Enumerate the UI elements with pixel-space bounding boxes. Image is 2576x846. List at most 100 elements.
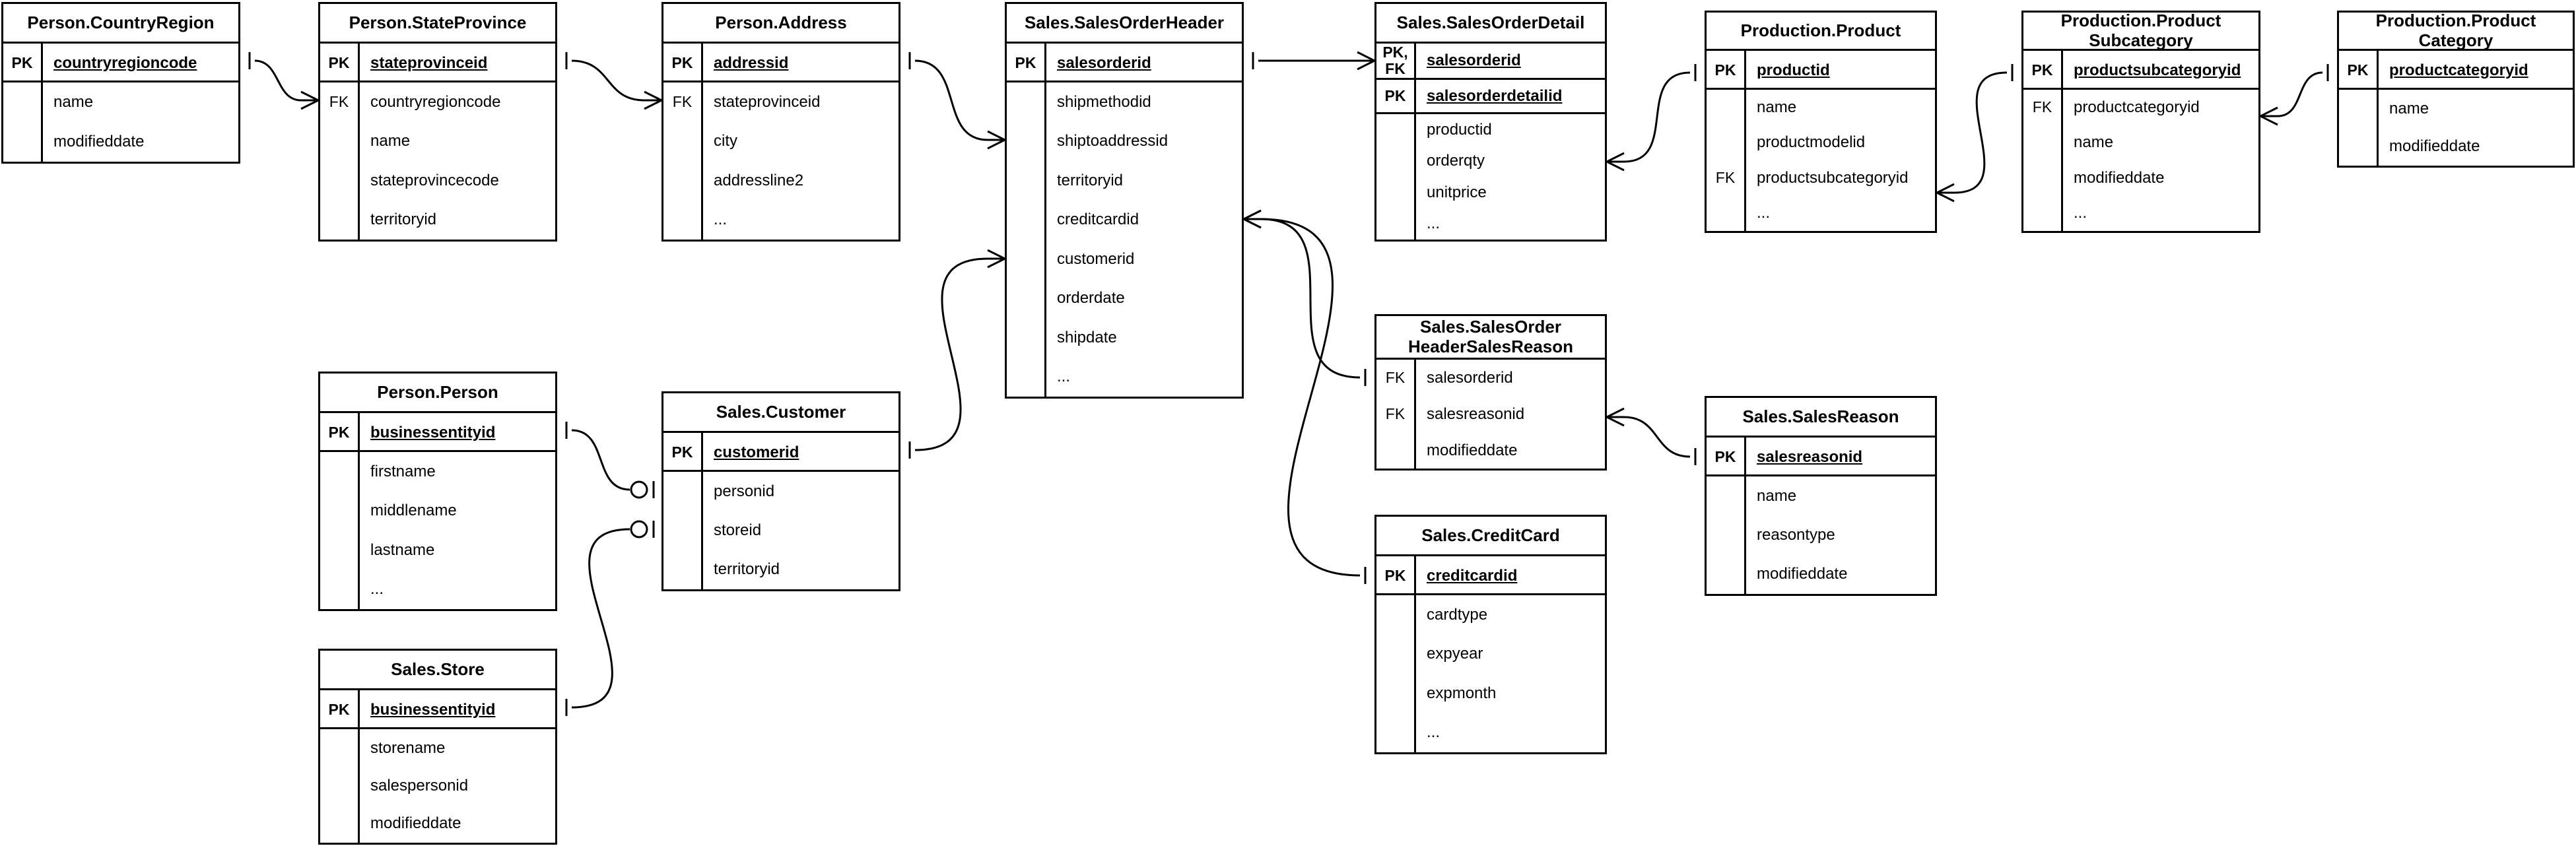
attribute-row: customerid (1007, 240, 1242, 279)
relationship-salesorderheader-to-salesorderdetail-target-crowsfoot-marker (1357, 51, 1375, 62)
attribute-row: shipmethodid (1007, 82, 1242, 122)
relationship-line-customer-to-salesorderheader (914, 257, 988, 451)
key-indicator (320, 452, 360, 492)
attribute-name: creditcardid (1057, 211, 1139, 229)
relationship-address-to-salesorderheader-target-crowsfoot-marker (987, 139, 1005, 150)
attribute-name: expmonth (1427, 684, 1497, 702)
attribute-row: lastname (320, 531, 555, 570)
attribute-name: modifieddate (1757, 565, 1848, 583)
key-indicator (663, 121, 703, 161)
key-indicator (1007, 82, 1046, 122)
key-indicator (2023, 125, 2063, 160)
attribute-name: stateprovinceid (714, 92, 821, 111)
attribute-row: name (320, 121, 555, 161)
attribute-row: modifieddate (2339, 127, 2573, 166)
attribute-name: salesorderdetailid (1427, 86, 1563, 105)
key-indicator (1376, 432, 1416, 469)
key-indicator (663, 161, 703, 201)
key-indicator: PK, FK (1376, 44, 1416, 78)
attribute-row: creditcardid (1007, 200, 1242, 240)
key-indicator (1707, 515, 1746, 555)
relationship-line-store-to-customer (571, 528, 630, 709)
attribute-row: modifieddate (320, 804, 555, 843)
key-indicator: PK (320, 44, 360, 82)
relationship-productsubcategory-to-productcategory-source-crowsfoot-marker (2260, 115, 2278, 126)
key-indicator (1376, 208, 1416, 240)
attribute-row: name (3, 82, 238, 122)
key-indicator (1007, 121, 1046, 161)
attribute-row: orderqty (1376, 145, 1605, 177)
relationship-customer-to-salesorderheader-target-crowsfoot-marker (987, 257, 1005, 269)
key-indicator (1707, 476, 1746, 516)
key-indicator (3, 82, 43, 122)
attribute-row: ... (2023, 195, 2258, 231)
attribute-name: shiptoaddressid (1057, 132, 1169, 150)
relationship-line-salesorderdetail-to-product (1623, 71, 1691, 163)
key-indicator (2339, 127, 2379, 166)
entity-title: Person.Person (320, 374, 555, 413)
attribute-row: productmodelid (1707, 125, 1935, 160)
attribute-name: addressline2 (714, 171, 804, 189)
attribute-name: city (714, 132, 737, 150)
key-indicator (320, 491, 360, 531)
entity-title: Sales.SalesReason (1707, 398, 1935, 438)
attribute-name: cardtype (1427, 605, 1488, 624)
key-indicator: FK (1376, 396, 1416, 432)
attribute-name: territoryid (1057, 171, 1124, 189)
key-indicator (1007, 161, 1046, 201)
key-indicator: FK (320, 82, 360, 122)
relationship-line-salesorderheader-to-creditcard (1260, 218, 1361, 577)
key-indicator (2339, 90, 2379, 128)
attribute-row: ... (663, 200, 898, 240)
attribute-name: countryregioncode (53, 53, 197, 72)
key-indicator: PK (1376, 80, 1416, 112)
key-indicator (320, 804, 360, 843)
key-indicator (320, 161, 360, 201)
attribute-row: productid (1376, 114, 1605, 146)
key-indicator (2023, 160, 2063, 196)
key-indicator (1707, 554, 1746, 594)
attribute-row: unitprice (1376, 177, 1605, 209)
key-indicator (663, 550, 703, 589)
attribute-name: name (2389, 99, 2429, 117)
key-indicator: PK (320, 413, 360, 452)
key-indicator (3, 122, 43, 162)
entity-title: Person.StateProvince (320, 4, 555, 44)
relationship-line-person-to-customer (571, 429, 630, 491)
key-indicator: FK (1707, 160, 1746, 196)
key-indicator (320, 531, 360, 570)
attribute-row: reasontype (1707, 515, 1935, 555)
attribute-name: shipdate (1057, 328, 1117, 346)
relationship-line-productsubcategory-to-productcategory (2277, 71, 2323, 117)
attribute-name: customerid (1057, 249, 1135, 268)
attribute-name: modifieddate (370, 814, 461, 833)
relationship-salesorderheader-to-salesorderheadersalesreason-source-crowsfoot-marker (1243, 209, 1262, 220)
